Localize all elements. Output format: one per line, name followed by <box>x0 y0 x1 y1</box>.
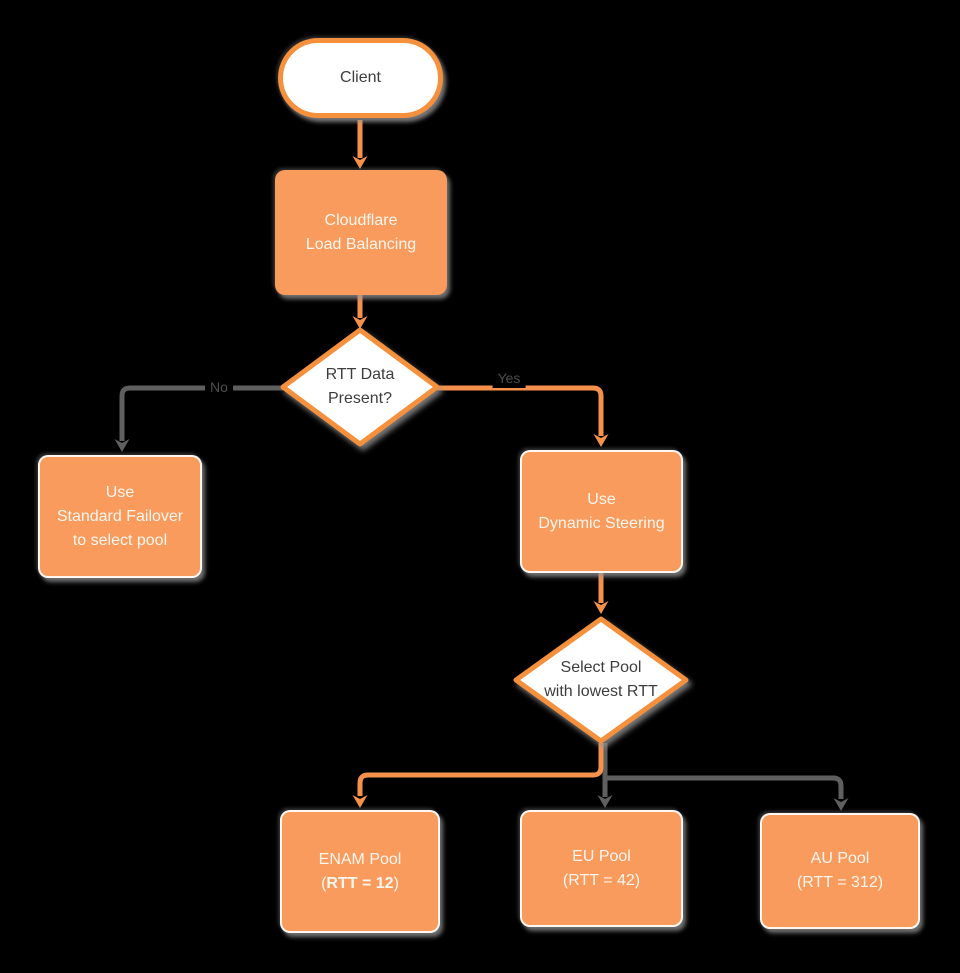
paren-close: ) <box>393 874 399 892</box>
node-eu-pool: EU Pool (RTT = 42) <box>520 810 683 927</box>
edge-select-pool-to-eu <box>597 743 613 808</box>
node-eu-pool-line1: EU Pool <box>572 847 631 865</box>
arrowhead-down-icon <box>597 795 613 808</box>
edge-select-pool-to-enam <box>352 743 604 808</box>
node-client: Client <box>278 38 443 118</box>
node-standard-failover: Use Standard Failover to select pool <box>38 455 202 578</box>
node-load-balancing-line1: Cloudflare <box>324 211 398 229</box>
node-select-pool: Select Pool with lowest RTT <box>510 613 692 747</box>
node-standard-failover-line2: Standard Failover <box>56 507 184 525</box>
node-load-balancing: Cloudflare Load Balancing <box>275 170 447 295</box>
node-load-balancing-line2: Load Balancing <box>305 235 417 253</box>
node-client-label: Client <box>340 69 381 86</box>
edge-client-to-loadbalancing <box>352 120 368 169</box>
edge-select-pool-to-au <box>605 775 849 811</box>
arrowhead-down-icon <box>352 156 368 169</box>
node-standard-failover-line3: to select pool <box>72 531 168 549</box>
node-rtt-decision-line2: Present? <box>327 390 393 407</box>
node-select-pool-line1: Select Pool <box>560 659 642 676</box>
node-enam-pool-line2: (RTT = 12) <box>319 872 402 896</box>
node-standard-failover-line1: Use <box>105 483 135 501</box>
arrowhead-down-icon <box>114 439 130 452</box>
node-enam-pool: ENAM Pool (RTT = 12) <box>280 810 440 933</box>
node-enam-pool-rtt-value: RTT = 12 <box>326 874 394 892</box>
node-select-pool-line2: with lowest RTT <box>544 683 658 700</box>
node-eu-pool-line2: (RTT = 42) <box>562 871 641 889</box>
arrowhead-down-icon <box>593 601 609 614</box>
node-au-pool: AU Pool (RTT = 312) <box>760 813 920 929</box>
node-dynamic-steering: Use Dynamic Steering <box>520 450 683 573</box>
node-au-pool-line1: AU Pool <box>810 850 870 867</box>
arrowhead-down-icon <box>352 795 368 808</box>
node-enam-pool-line1: ENAM Pool <box>318 850 402 868</box>
node-rtt-decision-line1: RTT Data <box>325 366 395 383</box>
paren-open: ( <box>321 874 327 892</box>
edge-no-to-standard-failover <box>114 385 285 452</box>
node-au-pool-line2: (RTT = 312) <box>796 874 884 891</box>
edge-dynamic-steering-to-select-pool <box>593 573 609 614</box>
node-rtt-decision: RTT Data Present? <box>277 324 443 450</box>
edge-label-yes: Yes <box>492 368 526 388</box>
edge-loadbalancing-to-rtt-decision <box>352 295 368 329</box>
diamond-shape <box>280 327 440 447</box>
node-dynamic-steering-line2: Dynamic Steering <box>538 514 665 532</box>
node-dynamic-steering-line1: Use <box>587 490 616 508</box>
arrowhead-down-icon <box>593 434 609 447</box>
edge-label-no: No <box>205 377 233 397</box>
arrowhead-down-icon <box>833 798 849 811</box>
edge-yes-to-dynamic-steering <box>437 385 609 447</box>
diamond-shape <box>513 616 689 744</box>
arrowhead-down-icon <box>352 316 368 329</box>
